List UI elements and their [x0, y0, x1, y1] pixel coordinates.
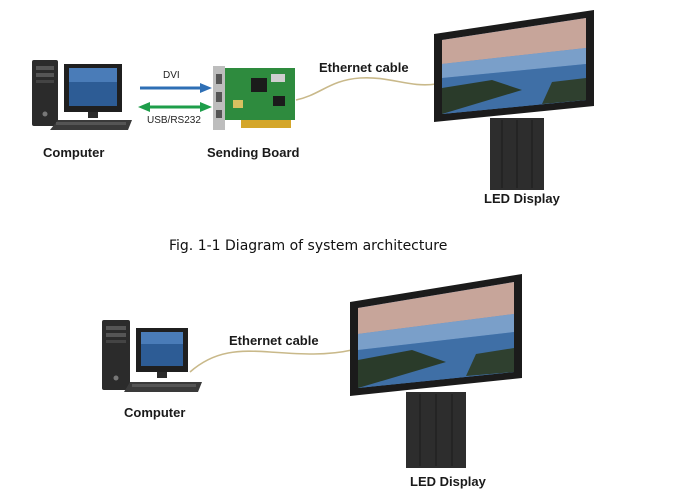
dvi-arrow-icon: [140, 83, 212, 93]
led-display-top-label: LED Display: [484, 191, 560, 206]
sending-board-icon: [213, 66, 295, 130]
usb-arrow-icon: [138, 102, 212, 112]
led-display-bottom-label: LED Display: [410, 474, 486, 489]
ethernet-cable-top: [295, 77, 437, 101]
computer-top-icon: [32, 60, 132, 130]
dvi-label: DVI: [163, 70, 180, 81]
computer-bottom-label: Computer: [124, 405, 186, 420]
ethernet-cable-bottom-label: Ethernet cable: [229, 333, 319, 348]
computer-bottom-icon: [102, 320, 202, 392]
computer-top-label: Computer: [43, 145, 105, 160]
led-display-bottom-icon: [350, 274, 522, 468]
ethernet-cable-top-label: Ethernet cable: [319, 60, 409, 75]
sending-board-label: Sending Board: [207, 145, 300, 160]
led-display-top-icon: [434, 10, 594, 190]
figure-caption: Fig. 1-1 Diagram of system architecture: [169, 238, 448, 254]
usb-label: USB/RS232: [147, 115, 201, 126]
